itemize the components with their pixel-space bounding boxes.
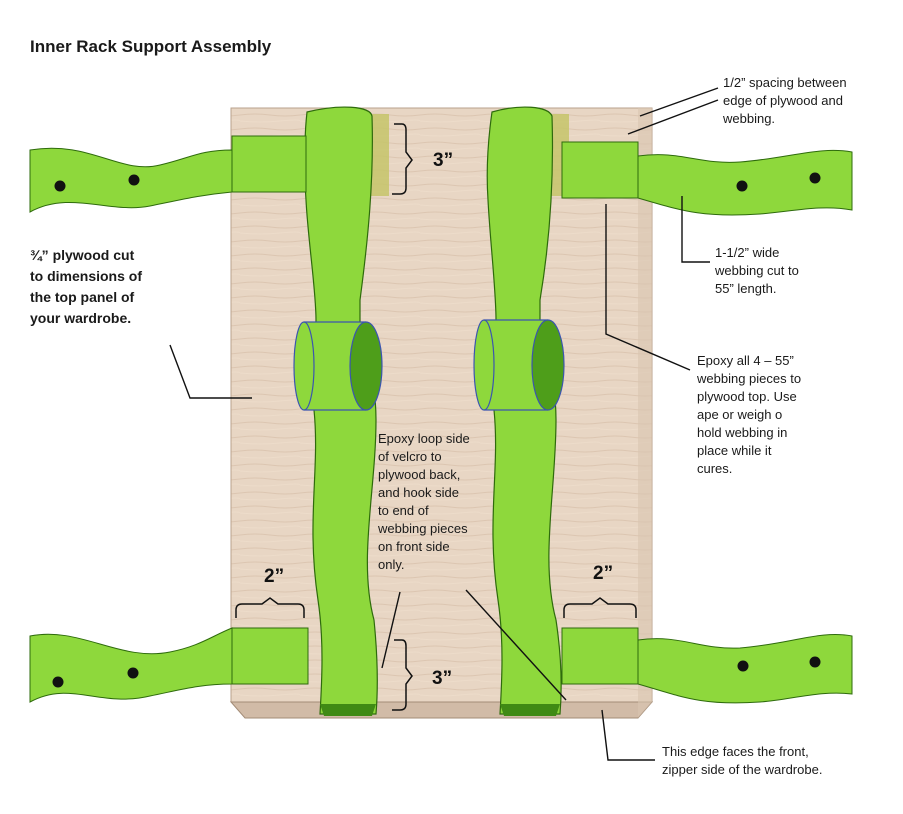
label-front-edge: This edge faces the front, zipper side o… xyxy=(662,744,823,777)
plywood-panel xyxy=(229,107,654,719)
dimension-3-bottom: 3” xyxy=(432,668,453,689)
webbing-end-shade-left xyxy=(320,704,376,716)
leader-edge xyxy=(601,709,655,761)
label-spacing: 1/2” spacing between edge of plywood and… xyxy=(723,75,847,126)
dimension-3-top: 3” xyxy=(433,150,454,171)
leader-spacing-a xyxy=(639,87,719,117)
plywood-right-edge xyxy=(638,108,652,718)
bracket-2-left xyxy=(235,597,305,618)
dimension-2-left: 2” xyxy=(264,566,285,587)
bracket-2-right xyxy=(563,597,637,618)
label-webbing: 1-1/2” wide webbing cut to 55” length. xyxy=(715,245,799,296)
roll-cylinder-left xyxy=(293,321,383,411)
label-plywood: ¾” plywood cut to dimensions of the top … xyxy=(30,247,142,326)
webbing-end-shade-right xyxy=(500,704,560,716)
dimension-2-right: 2” xyxy=(593,563,614,584)
bracket-3-bottom xyxy=(392,639,413,711)
leader-lines xyxy=(169,87,719,761)
strap-top-left xyxy=(29,135,307,213)
plywood-front-edge xyxy=(229,701,654,719)
bracket-3-top xyxy=(392,123,413,195)
leader-spacing-b xyxy=(627,99,719,135)
label-velcro: Epoxy loop side of velcro to plywood bac… xyxy=(378,431,470,572)
diagram-title: Inner Rack Support Assembly xyxy=(30,37,272,56)
strap-top-right xyxy=(561,141,853,216)
leader-webbing xyxy=(681,196,710,263)
roll-cylinder-right xyxy=(473,319,565,411)
leader-plywood xyxy=(169,344,252,399)
strap-bottom-left xyxy=(29,627,309,703)
leader-velcro-a xyxy=(381,591,401,669)
leader-velcro-b xyxy=(465,589,567,701)
strap-bottom-right xyxy=(561,627,853,704)
leader-epoxy-all xyxy=(605,204,691,371)
label-epoxy-all: Epoxy all 4 – 55” webbing pieces to plyw… xyxy=(697,353,802,476)
